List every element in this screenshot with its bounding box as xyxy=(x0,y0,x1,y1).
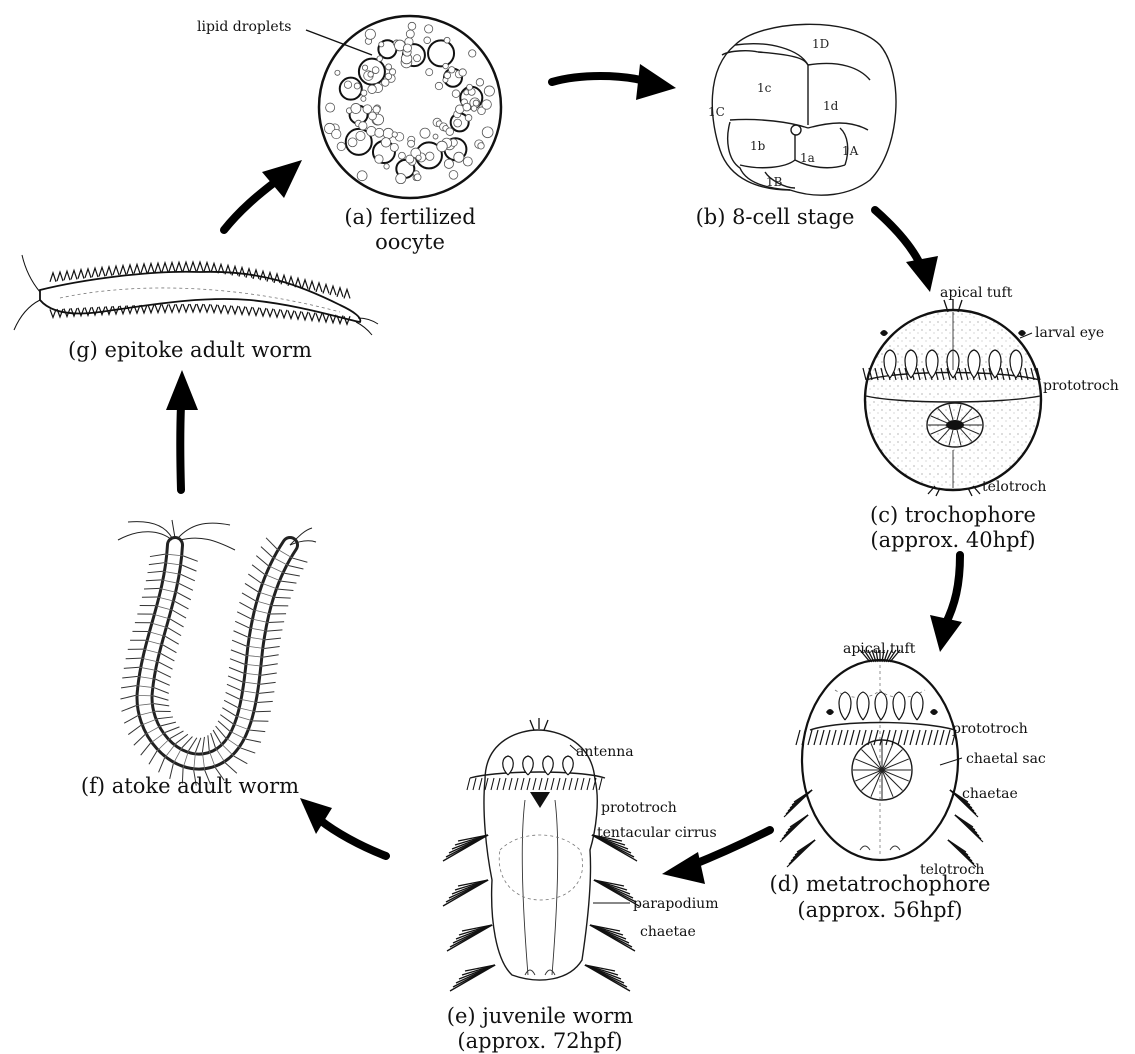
label-chaetae-d: chaetae xyxy=(962,786,1018,802)
caption-e-line1: (e) juvenile worm xyxy=(447,1004,634,1028)
cell-1D: 1D xyxy=(812,37,829,51)
label-lipid-droplets: lipid droplets xyxy=(197,19,291,35)
arrow-a-to-b xyxy=(552,64,676,100)
cell-1d: 1d xyxy=(823,99,839,113)
caption-a-line2: oocyte xyxy=(375,230,445,254)
arrow-g-to-a xyxy=(224,160,302,230)
cell-1b: 1b xyxy=(750,139,766,153)
cell-1c: 1c xyxy=(757,81,772,95)
label-telotroch-c: telotroch xyxy=(982,479,1046,495)
epitoke-worm-illustration xyxy=(14,255,378,335)
metatrochophore-illustration xyxy=(780,650,983,867)
label-prototroch-d: prototroch xyxy=(952,721,1028,737)
trochophore-illustration xyxy=(863,299,1041,496)
cell-1B: 1B xyxy=(766,175,783,189)
caption-c-line2: (approx. 40hpf) xyxy=(870,528,1035,552)
label-apical-tuft-c: apical tuft xyxy=(940,285,1013,301)
label-tentacular-cirrus: tentacular cirrus xyxy=(597,825,717,841)
caption-f: (f) atoke adult worm xyxy=(81,774,299,798)
caption-c-line1: (c) trochophore xyxy=(870,503,1036,527)
cell-1a: 1a xyxy=(800,151,815,165)
cell-1C: 1C xyxy=(708,105,725,119)
oocyte-illustration xyxy=(306,16,501,198)
label-antenna: antenna xyxy=(576,744,634,760)
label-parapodium: parapodium xyxy=(633,896,718,912)
arrow-c-to-d xyxy=(930,555,962,652)
eight-cell-embryo xyxy=(712,24,896,195)
arrow-f-to-g xyxy=(166,370,198,490)
label-chaetae-e: chaetae xyxy=(640,924,696,940)
label-prototroch-c: prototroch xyxy=(1043,378,1119,394)
caption-g: (g) epitoke adult worm xyxy=(68,338,312,362)
caption-e-line2: (approx. 72hpf) xyxy=(457,1029,622,1053)
caption-d-line2: (approx. 56hpf) xyxy=(797,898,962,922)
cell-1A: 1A xyxy=(842,144,859,158)
label-prototroch-e: prototroch xyxy=(601,800,677,816)
caption-d-line1: (d) metatrochophore xyxy=(770,872,991,896)
arrow-b-to-c xyxy=(875,210,938,292)
label-larval-eye: larval eye xyxy=(1035,325,1104,341)
caption-a-line1: (a) fertilized xyxy=(344,205,475,229)
label-apical-tuft-d: apical tuft xyxy=(843,641,916,657)
label-chaetal-sac: chaetal sac xyxy=(966,751,1046,767)
arrow-e-to-f xyxy=(300,798,386,856)
atoke-worm-illustration xyxy=(118,520,316,786)
caption-b: (b) 8-cell stage xyxy=(696,205,855,229)
